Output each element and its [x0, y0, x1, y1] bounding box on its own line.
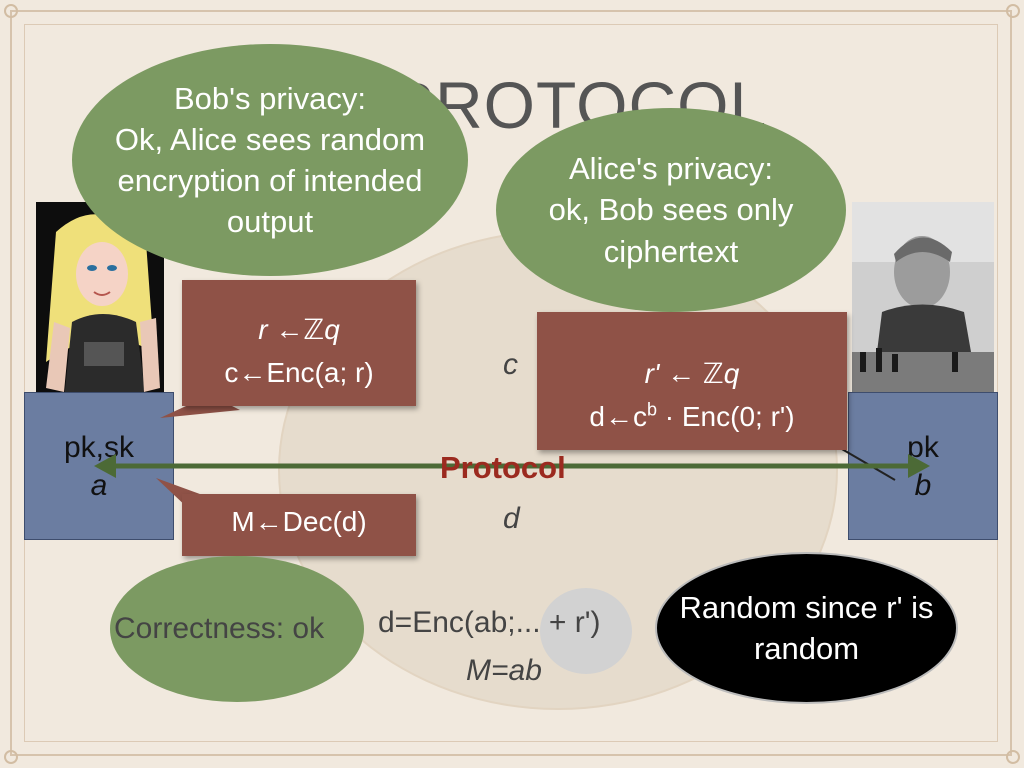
alice-privacy-bubble: Alice's privacy: ok, Bob sees only ciphe… — [496, 108, 846, 312]
decrypt-formula: M←Dec(d) — [231, 506, 367, 537]
formula-line-1: d=Enc(ab;... + r') — [378, 606, 601, 639]
bob-input: b — [914, 469, 932, 503]
decrypt-box: M←Dec(d) — [182, 494, 416, 556]
frame-corner-ornament — [4, 750, 18, 764]
alice-computation-box: r ←ℤq c←Enc(a; r) — [182, 280, 416, 406]
bob-random-choice: r' ← ℤq — [644, 358, 740, 389]
alice-encryption: c←Enc(a; r) — [224, 357, 374, 389]
random-note-bubble: Random since r' is random — [655, 552, 958, 704]
protocol-label: Protocol — [440, 450, 566, 485]
outer-frame — [10, 10, 1012, 756]
bob-homomorphic-eval: d←cb · Enc(0; r') — [589, 400, 795, 433]
frame-corner-ornament — [1006, 4, 1020, 18]
bob-image — [852, 202, 994, 392]
frame-corner-ornament — [1006, 750, 1020, 764]
message-c: c — [503, 348, 518, 381]
protocol-arrow-right-head — [908, 454, 930, 478]
highlight-circle — [540, 588, 632, 674]
alice-input: a — [90, 469, 108, 503]
alice-random-choice: r ←ℤq — [258, 314, 340, 345]
protocol-arrow-left-head — [94, 454, 116, 478]
bob-box-pointer — [834, 444, 896, 481]
inner-frame — [24, 24, 998, 742]
message-d: d — [503, 502, 520, 535]
frame-corner-ornament — [4, 4, 18, 18]
bob-computation-box: r' ← ℤq d←cb · Enc(0; r') — [537, 312, 847, 450]
formula-line-2: M=ab — [466, 654, 542, 687]
bob-privacy-bubble: Bob's privacy: Ok, Alice sees random enc… — [72, 44, 468, 276]
correctness-text: Correctness: ok — [114, 612, 325, 645]
alice-key-names: pk,sk — [63, 431, 135, 464]
correctness-bubble — [110, 556, 364, 702]
